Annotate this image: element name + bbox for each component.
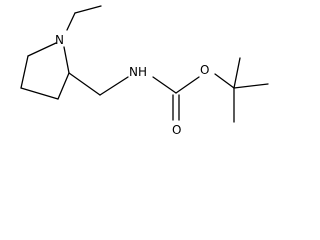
bonds — [20, 5, 269, 123]
chemical-structure-diagram: N NH O O — [20, 5, 269, 137]
bond-ring-c5-c4 — [20, 55, 29, 89]
bond-nh-c — [152, 76, 177, 94]
bond-cq-me-right — [233, 83, 269, 89]
bond-c2-ch2 — [68, 72, 101, 96]
atom-label-ether-oxygen: O — [200, 63, 209, 77]
bond-ring-c3-c2 — [57, 72, 70, 100]
bond-cq-me-up — [233, 57, 241, 89]
atom-label-carbonyl-oxygen: O — [172, 123, 181, 137]
bond-ch2-ch3 — [74, 5, 102, 14]
bond-ch2-nh — [99, 76, 129, 96]
bond-ring-c2-n — [63, 46, 70, 74]
atom-label-amine-nh: NH — [129, 65, 147, 79]
bond-ring-n-c5 — [27, 42, 57, 57]
atom-labels: N NH O O — [55, 33, 209, 137]
atom-label-ring-nitrogen: N — [55, 33, 64, 47]
bond-o-cq — [214, 73, 235, 89]
bond-c-o-ether — [175, 76, 200, 94]
bond-ring-c4-c3 — [20, 87, 59, 100]
bond-n-ch2 — [66, 12, 76, 31]
